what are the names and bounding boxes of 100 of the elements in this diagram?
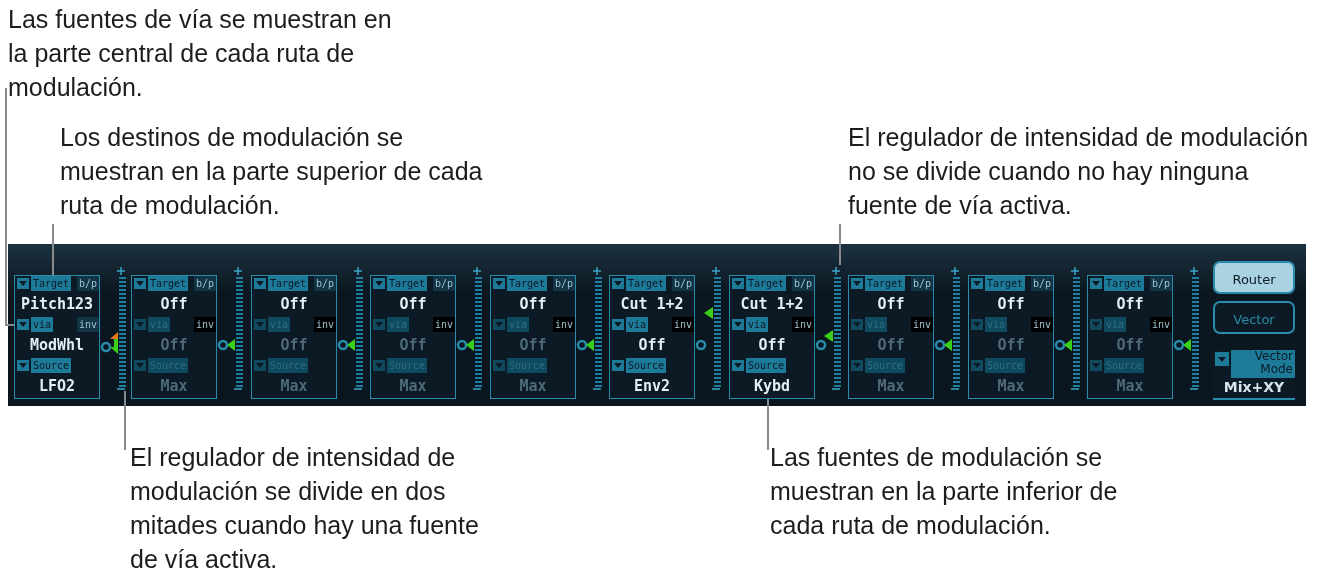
callout-text: El regulador de intensidad de modulación no se divide cuando no hay ninguna fuente de vía activa. (848, 120, 1313, 222)
value-display: Kybd (752, 376, 792, 397)
intensity-slider (337, 265, 365, 391)
modulation-route-panel (848, 275, 934, 399)
row-label: Target (148, 276, 189, 291)
row-label: Source (626, 358, 667, 373)
mode-button: Router (1213, 261, 1295, 294)
mode-button: Vector (1213, 301, 1295, 334)
toggle-button: inv (910, 317, 933, 332)
toggle-button: inv (76, 317, 99, 332)
modulation-route-panel (729, 275, 815, 399)
intensity-slider (100, 265, 128, 391)
value-display: Max (398, 376, 428, 397)
callout-text: Las fuentes de vía se muestran en la parte central de cada ruta de modulación. (8, 2, 406, 104)
value-display: Off (159, 335, 189, 356)
row-label: Target (626, 276, 667, 291)
intensity-slider (1173, 265, 1201, 391)
row-label: Target (31, 276, 72, 291)
value-display: Max (279, 376, 309, 397)
toggle-button: b/p (552, 276, 575, 291)
toggle-button: inv (791, 317, 814, 332)
toggle-button: b/p (313, 276, 336, 291)
leader-line (5, 87, 15, 326)
toggle-button: b/p (791, 276, 814, 291)
callout-text: El regulador de intensidad de modulación se divide en dos mitades cuando hay una fuente de vía activa. (130, 440, 482, 576)
modulation-route-panel (609, 275, 695, 399)
value-display: Off (876, 294, 906, 315)
intensity-slider (576, 265, 604, 391)
callout-text: Las fuentes de modulación se muestran en la parte inferior de cada ruta de modulación. (770, 440, 1132, 542)
value-display: LFO2 (37, 376, 77, 397)
value-display: Cut 1+2 (619, 294, 685, 315)
value-display: Off (279, 335, 309, 356)
vector-mode-menu (1213, 350, 1295, 400)
modulation-route-panel (968, 275, 1054, 399)
toggle-button: b/p (432, 276, 455, 291)
value-display: Max (876, 376, 906, 397)
toggle-button: b/p (76, 276, 99, 291)
leader-line (767, 398, 769, 451)
toggle-button: b/p (193, 276, 216, 291)
intensity-slider (1054, 265, 1082, 391)
intensity-slider (815, 265, 843, 391)
toggle-button: inv (313, 317, 336, 332)
value-display: Off (1115, 294, 1145, 315)
leader-line (839, 223, 841, 266)
toggle-button: inv (671, 317, 694, 332)
toggle-button: b/p (1030, 276, 1053, 291)
toggle-button: inv (1030, 317, 1053, 332)
value-display: ModWhl (28, 335, 86, 356)
row-label: via (31, 317, 54, 332)
toggle-button: inv (193, 317, 216, 332)
modulation-route-panel (251, 275, 337, 399)
toggle-button: b/p (1149, 276, 1172, 291)
leader-line (124, 390, 126, 451)
row-label: Target (268, 276, 309, 291)
value-display: Off (518, 294, 548, 315)
value-display: Off (518, 335, 548, 356)
toggle-button: inv (432, 317, 455, 332)
row-label: Source (746, 358, 787, 373)
value-display: Max (996, 376, 1026, 397)
intensity-slider (934, 265, 962, 391)
modulation-route-panel (131, 275, 217, 399)
value-display: Off (876, 335, 906, 356)
value-display: Off (757, 335, 787, 356)
modulation-route-panel (1087, 275, 1173, 399)
callout-text: Los destinos de modulación se muestran en la parte superior de cada ruta de modulación. (60, 120, 492, 222)
row-label: Target (387, 276, 428, 291)
modulation-route-panel (14, 275, 100, 399)
toggle-button: inv (1149, 317, 1172, 332)
value-display: Off (398, 294, 428, 315)
row-label: Target (507, 276, 548, 291)
modulation-route-panel (370, 275, 456, 399)
row-label: Target (985, 276, 1026, 291)
value-display: Pitch123 (19, 294, 95, 315)
row-label: via (626, 317, 649, 332)
row-label: Target (1104, 276, 1145, 291)
leader-line (52, 223, 54, 276)
row-label: Target (865, 276, 906, 291)
value-display: Off (996, 294, 1026, 315)
row-label: Vector Mode (1231, 350, 1295, 378)
value-display: Mix+XY (1222, 378, 1286, 396)
row-label: via (746, 317, 769, 332)
row-label: Target (746, 276, 787, 291)
toggle-button: b/p (671, 276, 694, 291)
value-display: Off (279, 294, 309, 315)
value-display: Cut 1+2 (739, 294, 805, 315)
value-display: Off (996, 335, 1026, 356)
intensity-slider (456, 265, 484, 391)
intensity-slider (695, 265, 723, 391)
value-display: Env2 (632, 376, 672, 397)
row-label: Source (31, 358, 72, 373)
value-display: Max (1115, 376, 1145, 397)
value-display: Off (1115, 335, 1145, 356)
intensity-slider (217, 265, 245, 391)
value-display: Off (398, 335, 428, 356)
value-display: Max (518, 376, 548, 397)
value-display: Off (637, 335, 667, 356)
toggle-button: inv (552, 317, 575, 332)
toggle-button: b/p (910, 276, 933, 291)
modulation-route-panel (490, 275, 576, 399)
value-display: Off (159, 294, 189, 315)
